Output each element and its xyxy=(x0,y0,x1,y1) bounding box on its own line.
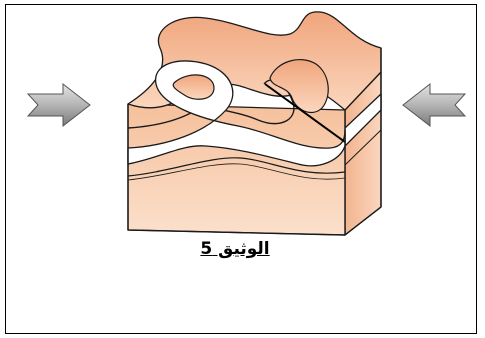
compression-arrow-left xyxy=(28,84,90,126)
fold-loop-right xyxy=(270,60,328,113)
compression-arrow-right xyxy=(403,84,465,126)
figure-caption: الوثيق 5 xyxy=(195,239,275,259)
folded-rock-block xyxy=(128,12,381,235)
